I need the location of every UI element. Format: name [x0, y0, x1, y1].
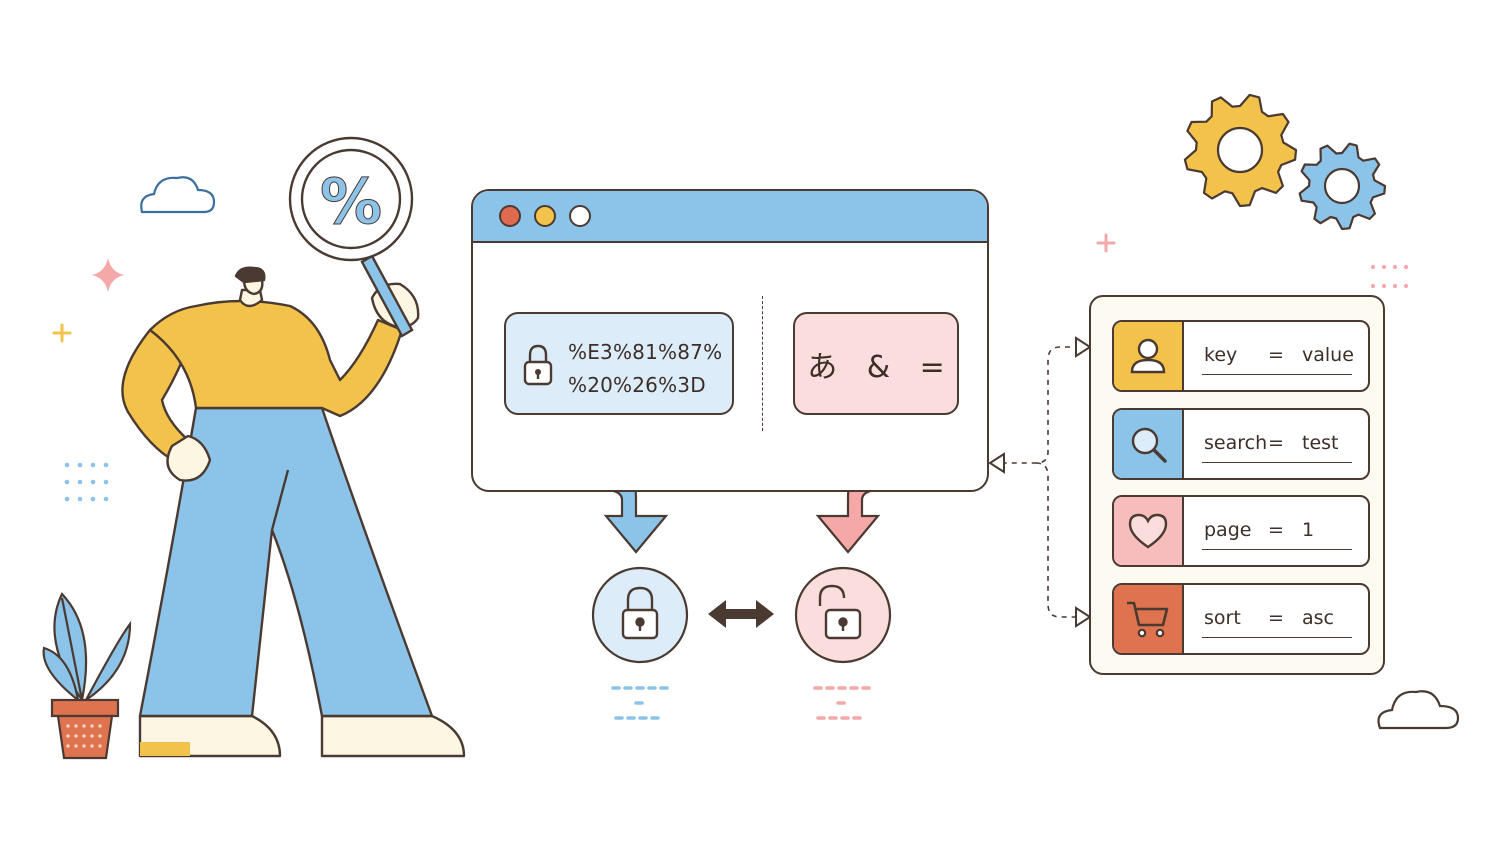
param-equals: =	[1268, 344, 1284, 366]
plus-icon	[1096, 233, 1116, 253]
dot	[66, 734, 70, 738]
encoded-text: %E3%81%87% %20%26%3D	[568, 336, 722, 402]
dot	[90, 462, 96, 468]
param-icon-box	[1114, 585, 1184, 653]
plus-icon	[52, 323, 72, 343]
param-value: test	[1302, 432, 1339, 454]
param-key: sort	[1204, 607, 1241, 629]
param-equals: =	[1268, 519, 1284, 541]
dot	[1381, 264, 1387, 270]
param-pair: search = test	[1202, 432, 1352, 463]
browser-window: %E3%81%87% %20%26%3D あ & =	[471, 189, 989, 492]
dot	[77, 462, 83, 468]
connector-lines	[1000, 346, 1080, 618]
param-key: key	[1204, 344, 1238, 366]
decoded-text: あ & =	[807, 349, 955, 385]
encoded-line-1: %E3%81%87%	[568, 340, 723, 364]
user-icon	[1130, 338, 1166, 374]
dot	[64, 462, 70, 468]
param-key: page	[1204, 519, 1252, 541]
dot	[90, 724, 94, 728]
gear-icon	[1183, 93, 1298, 208]
dash-decoration	[611, 686, 672, 720]
param-value: value	[1302, 344, 1354, 366]
dot	[66, 724, 70, 728]
dot	[103, 479, 109, 485]
dot	[1403, 283, 1409, 289]
dot-grid	[64, 462, 109, 502]
param-icon-box	[1114, 322, 1184, 390]
dot	[74, 744, 78, 748]
heart-icon	[1128, 513, 1168, 549]
param-equals: =	[1268, 432, 1284, 454]
dot	[90, 496, 96, 502]
dot	[74, 734, 78, 738]
dot	[82, 724, 86, 728]
maximize-dot-icon[interactable]	[569, 205, 591, 227]
dot	[1403, 264, 1409, 270]
dot	[77, 496, 83, 502]
param-row: key = value	[1112, 320, 1370, 392]
param-value: asc	[1302, 607, 1334, 629]
dot	[66, 744, 70, 748]
param-icon-box	[1114, 410, 1184, 478]
dot	[90, 734, 94, 738]
query-params-panel: key = value search = test page = 1	[1089, 295, 1385, 675]
dash-decoration	[813, 686, 874, 720]
cloud-icon	[140, 176, 216, 214]
percent-symbol: %	[320, 165, 382, 238]
param-pair: sort = asc	[1202, 607, 1352, 638]
dot	[77, 479, 83, 485]
connector-arrowheads	[988, 336, 1092, 628]
cloud-icon	[1377, 690, 1460, 730]
param-equals: =	[1268, 607, 1284, 629]
param-row: page = 1	[1112, 495, 1370, 567]
dot	[90, 479, 96, 485]
dot	[1370, 264, 1376, 270]
cart-icon	[1127, 601, 1169, 638]
dot	[82, 734, 86, 738]
dot	[1392, 264, 1398, 270]
decoded-string-box: あ & =	[793, 312, 959, 415]
dot	[1392, 283, 1398, 289]
dot	[98, 734, 102, 738]
unlock-icon	[818, 584, 862, 640]
sparkle-icon	[92, 258, 124, 292]
dot-grid	[1370, 264, 1409, 289]
param-icon-box	[1114, 497, 1184, 565]
dot	[1381, 283, 1387, 289]
divider-line	[762, 296, 763, 431]
dot	[64, 496, 70, 502]
person-figure	[121, 266, 466, 758]
param-row: sort = asc	[1112, 583, 1370, 655]
encoded-string-box: %E3%81%87% %20%26%3D	[504, 312, 734, 415]
param-row: search = test	[1112, 408, 1370, 480]
dot	[74, 724, 78, 728]
gear-icon	[1298, 142, 1387, 231]
double-arrow-icon	[708, 600, 774, 628]
magnifying-glass-icon	[288, 136, 414, 338]
encoded-line-2: %20%26%3D	[568, 373, 706, 397]
param-key: search	[1204, 432, 1268, 454]
dot	[64, 479, 70, 485]
dot	[82, 744, 86, 748]
dot	[1370, 283, 1376, 289]
potted-plant	[42, 592, 132, 760]
browser-title-bar	[473, 191, 987, 243]
dot	[90, 744, 94, 748]
param-pair: key = value	[1202, 344, 1354, 375]
dot	[103, 462, 109, 468]
param-value: 1	[1302, 519, 1315, 541]
close-dot-icon[interactable]	[499, 205, 521, 227]
param-pair: page = 1	[1202, 519, 1352, 550]
search-icon	[1131, 427, 1167, 463]
dot	[103, 496, 109, 502]
dot	[98, 724, 102, 728]
dot	[98, 744, 102, 748]
lock-icon	[523, 344, 553, 386]
lock-icon	[621, 586, 659, 640]
minimize-dot-icon[interactable]	[534, 205, 556, 227]
